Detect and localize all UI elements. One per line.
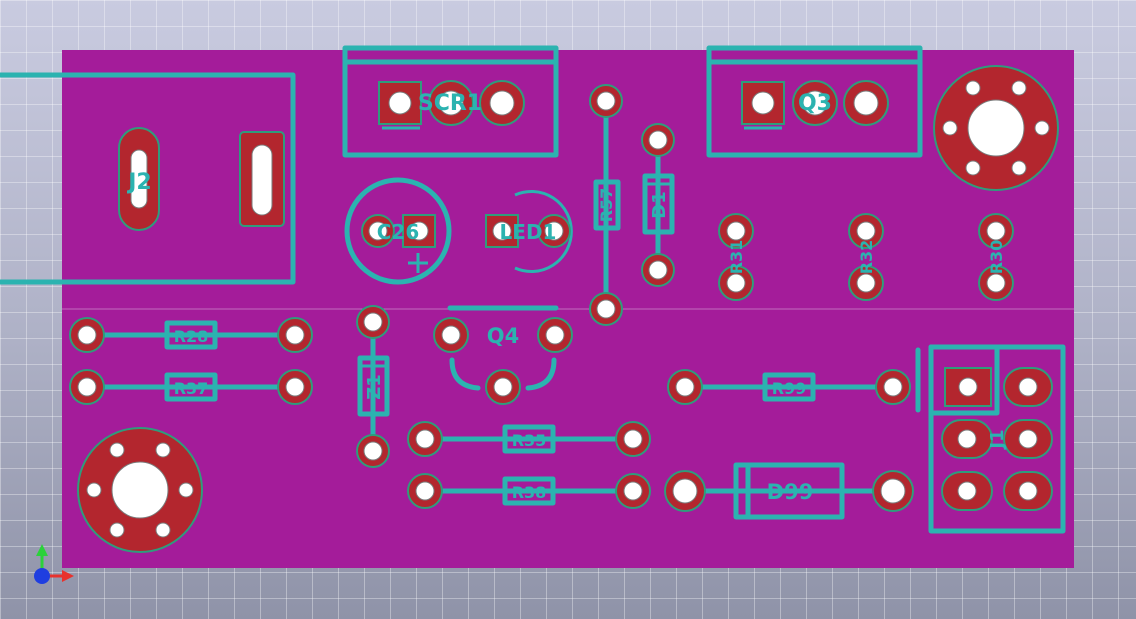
ref-led1: LED1 <box>500 220 557 244</box>
mounting-hole-top-right <box>933 65 1059 191</box>
ref-r37: R37 <box>174 379 209 398</box>
ref-q4: Q4 <box>487 324 519 348</box>
component-r30[interactable]: R30 <box>978 213 1014 301</box>
axis-gizmo <box>34 544 74 584</box>
ref-d99: D99 <box>767 480 814 504</box>
ref-r99: R99 <box>772 379 807 398</box>
component-d1[interactable]: D1 <box>641 123 675 287</box>
ref-c26: C26 <box>377 220 420 244</box>
ref-z1: Z1 <box>364 374 385 400</box>
component-z1[interactable]: Z1 <box>356 305 390 468</box>
component-r32[interactable]: R32 <box>848 213 884 301</box>
component-r99[interactable]: R99 <box>667 369 911 405</box>
ref-d1: D1 <box>649 191 670 218</box>
axis-z-dot-icon <box>34 568 50 584</box>
ref-q3: Q3 <box>798 91 832 116</box>
component-r38[interactable]: R38 <box>407 473 651 509</box>
ref-r57: R57 <box>597 188 616 223</box>
component-r28[interactable]: R28 <box>69 317 313 353</box>
component-q3[interactable]: Q3 <box>706 45 923 158</box>
ref-j2: J2 <box>126 170 152 195</box>
axis-x-arrow-icon <box>62 570 74 582</box>
ref-r32: R32 <box>857 240 876 275</box>
component-j2[interactable]: J2 <box>0 72 296 285</box>
ref-r30: R30 <box>987 240 1006 275</box>
component-c26[interactable]: C26 <box>344 177 452 285</box>
component-led1[interactable]: LED1 <box>485 190 573 273</box>
component-d99[interactable]: D99 <box>664 462 914 520</box>
ref-r28: R28 <box>174 327 209 346</box>
component-r35[interactable]: R35 <box>407 421 651 457</box>
ref-r35: R35 <box>512 431 547 450</box>
ref-r31: R31 <box>727 240 746 275</box>
component-j1[interactable]: J1 <box>915 344 1066 534</box>
ref-r38: R38 <box>512 483 547 502</box>
axis-y-arrow-icon <box>36 544 48 556</box>
component-scr1[interactable]: SCR1 <box>342 45 559 158</box>
mounting-hole-bottom-left <box>77 427 203 553</box>
component-r57[interactable]: R57 <box>589 84 623 326</box>
ref-scr1: SCR1 <box>418 91 482 116</box>
component-r37[interactable]: R37 <box>69 369 313 405</box>
ref-j1: J1 <box>987 429 1008 450</box>
component-q4[interactable]: Q4 <box>433 305 573 405</box>
component-r31[interactable]: R31 <box>718 213 754 301</box>
